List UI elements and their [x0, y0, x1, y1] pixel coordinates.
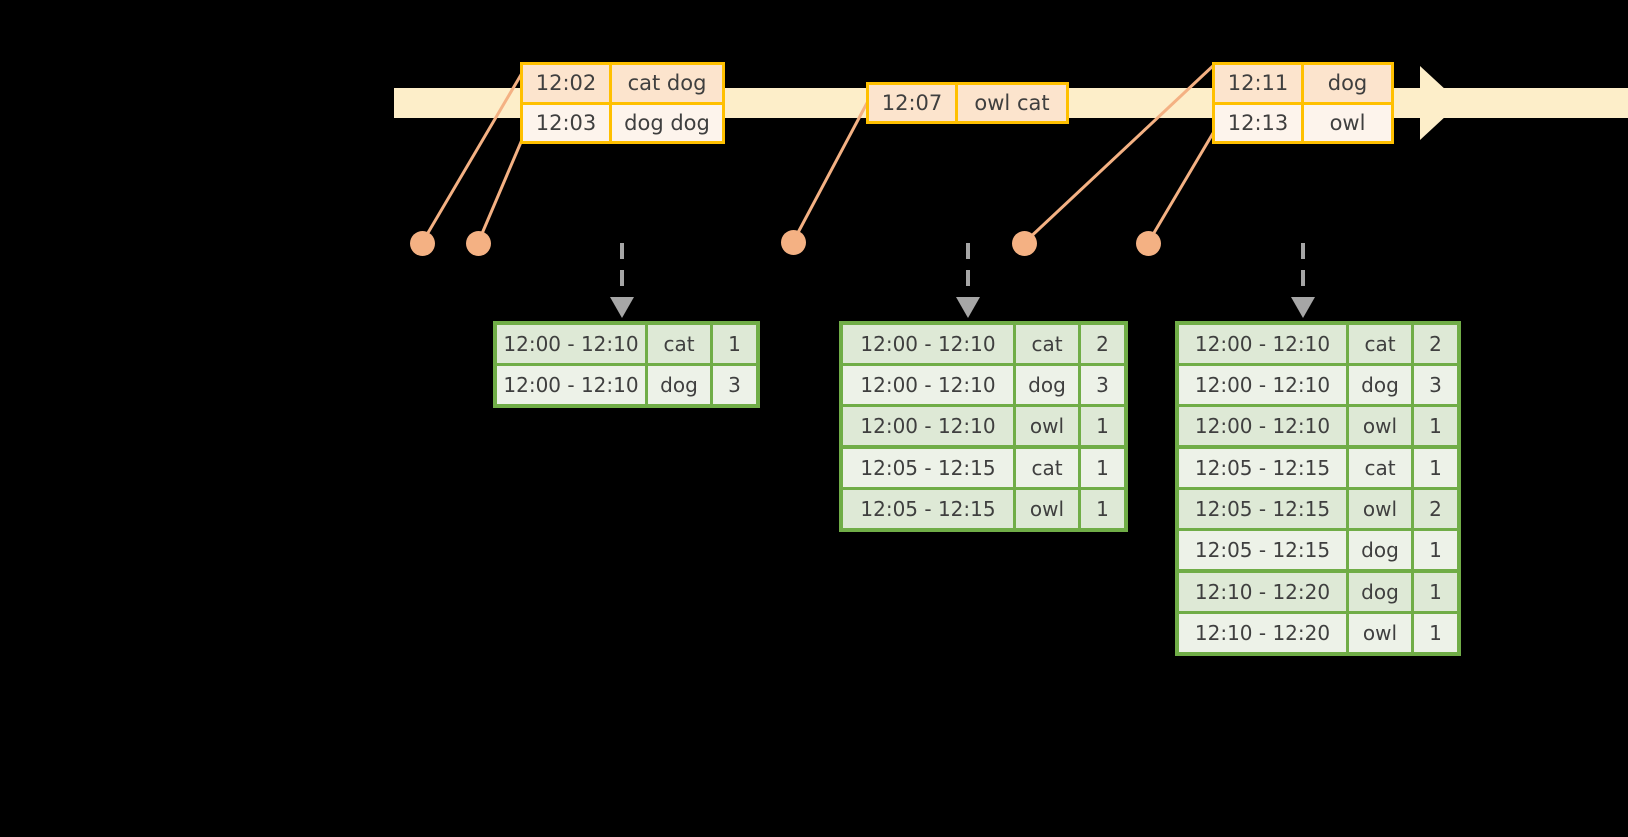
- cell-window: 12:05 - 12:15: [1179, 531, 1346, 569]
- event-value: cat dog: [612, 65, 722, 102]
- table-row: 12:10 - 12:20 owl 1: [1179, 614, 1457, 652]
- cell-key: dog: [1349, 531, 1411, 569]
- event-value: dog dog: [612, 104, 722, 141]
- table-row: 12:00 - 12:10 owl 1: [843, 407, 1124, 445]
- table-row: 12:10 - 12:20 dog 1: [1179, 573, 1457, 611]
- cell-count: 1: [1414, 449, 1457, 487]
- marker-dot-4[interactable]: [1012, 231, 1037, 256]
- marker-dot-2[interactable]: [466, 231, 491, 256]
- cell-window: 12:00 - 12:10: [1179, 325, 1346, 363]
- cell-key: cat: [1016, 325, 1078, 363]
- cell-key: dog: [1349, 573, 1411, 611]
- marker-dot-1[interactable]: [410, 231, 435, 256]
- event-time: 12:02: [523, 65, 612, 102]
- result-table-2[interactable]: 12:00 - 12:10 cat 2 12:00 - 12:10 dog 3 …: [839, 321, 1128, 532]
- dashed-arrow-head-2: [956, 297, 980, 318]
- timeline-event-row: 12:13 owl: [1215, 101, 1391, 141]
- cell-window: 12:00 - 12:10: [843, 366, 1013, 404]
- cell-key: dog: [648, 366, 710, 404]
- event-time: 12:03: [523, 104, 612, 141]
- connector-line-5: [1146, 117, 1224, 244]
- table-row: 12:00 - 12:10 dog 3: [1179, 366, 1457, 404]
- cell-count: 1: [1081, 490, 1124, 528]
- result-table-1[interactable]: 12:00 - 12:10 cat 1 12:00 - 12:10 dog 3: [493, 321, 760, 408]
- table-row: 12:05 - 12:15 owl 2: [1179, 490, 1457, 528]
- cell-count: 2: [1081, 325, 1124, 363]
- result-table-3[interactable]: 12:00 - 12:10 cat 2 12:00 - 12:10 dog 3 …: [1175, 321, 1461, 656]
- cell-key: owl: [1349, 407, 1411, 445]
- connector-line-2: [476, 127, 529, 244]
- cell-count: 3: [1414, 366, 1457, 404]
- event-time: 12:11: [1215, 65, 1304, 102]
- cell-window: 12:10 - 12:20: [1179, 573, 1346, 611]
- cell-window: 12:00 - 12:10: [843, 407, 1013, 445]
- timeline-event-row: 12:07 owl cat: [869, 85, 1066, 121]
- cell-window: 12:05 - 12:15: [1179, 490, 1346, 528]
- cell-count: 2: [1414, 490, 1457, 528]
- event-value: owl cat: [958, 85, 1066, 121]
- cell-count: 1: [713, 325, 756, 363]
- event-value: owl: [1304, 104, 1391, 141]
- cell-key: cat: [1016, 449, 1078, 487]
- timeline-event-2[interactable]: 12:07 owl cat: [866, 82, 1069, 124]
- table-row: 12:00 - 12:10 dog 3: [497, 366, 756, 404]
- event-value: dog: [1304, 65, 1391, 102]
- cell-count: 1: [1081, 407, 1124, 445]
- cell-count: 1: [1414, 573, 1457, 611]
- cell-window: 12:00 - 12:10: [1179, 366, 1346, 404]
- cell-window: 12:05 - 12:15: [843, 449, 1013, 487]
- cell-key: dog: [1016, 366, 1078, 404]
- cell-key: owl: [1349, 614, 1411, 652]
- table-row: 12:00 - 12:10 owl 1: [1179, 407, 1457, 445]
- cell-key: cat: [1349, 449, 1411, 487]
- cell-key: owl: [1016, 490, 1078, 528]
- cell-window: 12:05 - 12:15: [1179, 449, 1346, 487]
- cell-count: 2: [1414, 325, 1457, 363]
- cell-window: 12:00 - 12:10: [497, 325, 645, 363]
- table-row: 12:05 - 12:15 owl 1: [843, 490, 1124, 528]
- cell-count: 1: [1414, 407, 1457, 445]
- cell-key: dog: [1349, 366, 1411, 404]
- cell-count: 3: [713, 366, 756, 404]
- cell-window: 12:00 - 12:10: [843, 325, 1013, 363]
- table-row: 12:00 - 12:10 cat 2: [843, 325, 1124, 363]
- table-row: 12:00 - 12:10 dog 3: [843, 366, 1124, 404]
- marker-dot-3[interactable]: [781, 230, 806, 255]
- cell-key: owl: [1016, 407, 1078, 445]
- marker-dot-5[interactable]: [1136, 231, 1161, 256]
- cell-count: 3: [1081, 366, 1124, 404]
- table-row: 12:05 - 12:15 cat 1: [1179, 449, 1457, 487]
- cell-window: 12:00 - 12:10: [1179, 407, 1346, 445]
- cell-window: 12:10 - 12:20: [1179, 614, 1346, 652]
- event-time: 12:13: [1215, 104, 1304, 141]
- cell-window: 12:00 - 12:10: [497, 366, 645, 404]
- table-row: 12:00 - 12:10 cat 1: [497, 325, 756, 363]
- timeline-event-3[interactable]: 12:11 dog 12:13 owl: [1212, 62, 1394, 144]
- dashed-arrow-head-1: [610, 297, 634, 318]
- timeline-event-1[interactable]: 12:02 cat dog 12:03 dog dog: [520, 62, 725, 144]
- event-time: 12:07: [869, 85, 958, 121]
- cell-key: cat: [1349, 325, 1411, 363]
- timeline-event-row: 12:03 dog dog: [523, 101, 722, 141]
- cell-count: 1: [1414, 614, 1457, 652]
- timeline-event-row: 12:02 cat dog: [523, 65, 722, 102]
- table-row: 12:00 - 12:10 cat 2: [1179, 325, 1457, 363]
- cell-window: 12:05 - 12:15: [843, 490, 1013, 528]
- table-row: 12:05 - 12:15 cat 1: [843, 449, 1124, 487]
- cell-count: 1: [1081, 449, 1124, 487]
- cell-count: 1: [1414, 531, 1457, 569]
- cell-key: cat: [648, 325, 710, 363]
- table-row: 12:05 - 12:15 dog 1: [1179, 531, 1457, 569]
- timeline-event-row: 12:11 dog: [1215, 65, 1391, 102]
- dashed-arrow-head-3: [1291, 297, 1315, 318]
- cell-key: owl: [1349, 490, 1411, 528]
